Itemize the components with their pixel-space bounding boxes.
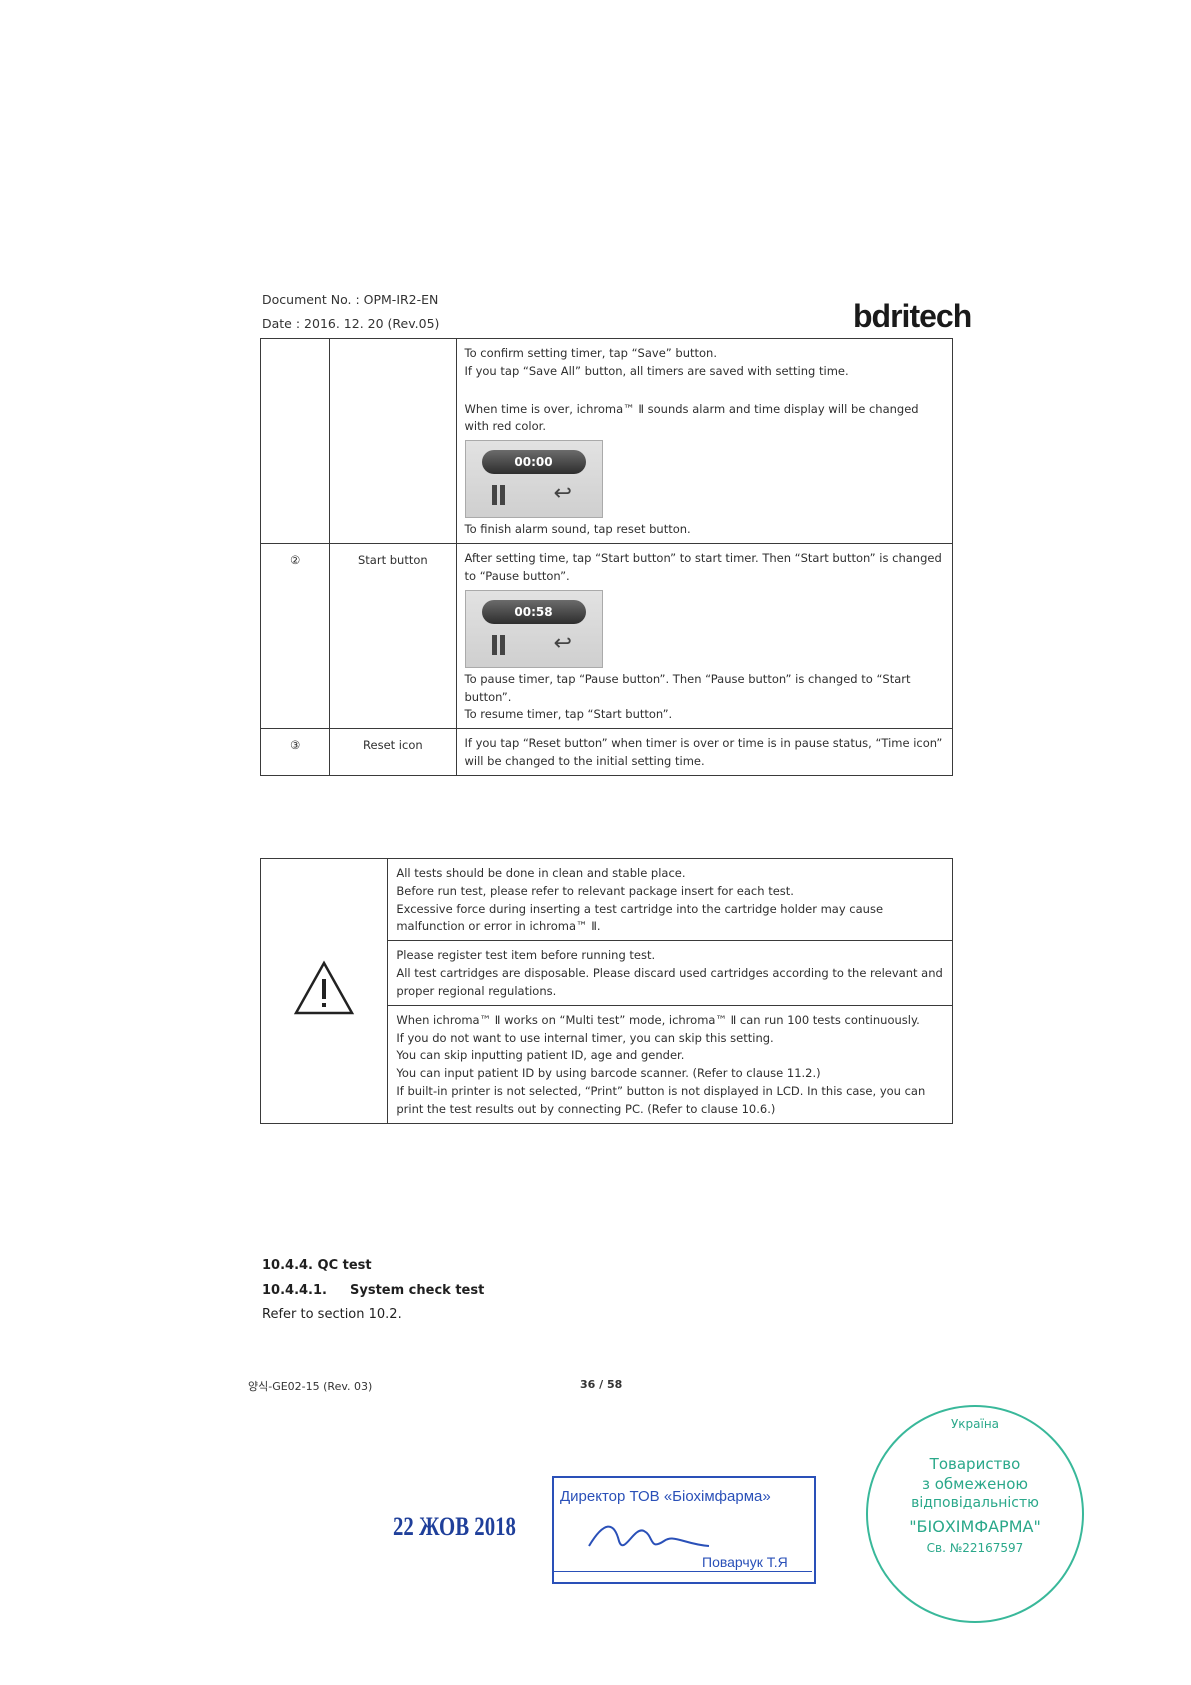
form-number: 양식-GE02-15 (Rev. 03) bbox=[248, 1380, 373, 1393]
description-cell: If you tap “Reset button” when timer is … bbox=[455, 728, 953, 776]
pause-icon bbox=[490, 634, 508, 655]
subsection-number: 10.4.4.1. bbox=[262, 1283, 327, 1298]
warning-cell bbox=[259, 858, 389, 1124]
description-line: When time is over, ichroma™ Ⅱ sounds ala… bbox=[464, 401, 919, 434]
table-row: ③ Reset icon If you tap “Reset button” w… bbox=[259, 728, 953, 776]
warning-line: You can skip inputting patient ID, age a… bbox=[396, 1048, 685, 1063]
description-cell: To confirm setting timer, tap “Save” but… bbox=[455, 337, 953, 545]
director-stamp: Директор ТОВ «Біохімфарма» Поварчук Т.Я bbox=[552, 1476, 816, 1584]
table-row: ② Start button After setting time, tap “… bbox=[259, 543, 953, 730]
table-row: Please register test item before running… bbox=[261, 940, 953, 1006]
row-name: Start button bbox=[329, 543, 457, 730]
warning-block: Please register test item before running… bbox=[387, 940, 953, 1006]
warning-line: Before run test, please refer to relevan… bbox=[396, 883, 794, 898]
warning-triangle-icon bbox=[294, 960, 355, 1015]
seal-text: з обмеженою bbox=[921, 1475, 1029, 1493]
warning-block: When ichroma™ Ⅱ works on “Multi test” mo… bbox=[387, 1004, 953, 1124]
document-date: Date : 2016. 12. 20 (Rev.05) bbox=[262, 316, 440, 331]
director-name: Поварчук Т.Я bbox=[702, 1554, 788, 1570]
reset-icon: ↩ bbox=[553, 481, 572, 507]
warning-block: All tests should be done in clean and st… bbox=[387, 857, 953, 942]
seal-text: відповідальністю bbox=[911, 1495, 1039, 1511]
description-line: To pause timer, tap “Pause button”. Then… bbox=[464, 671, 911, 704]
warning-line: Please register test item before running… bbox=[396, 948, 656, 963]
seal-text: Св. №22167597 bbox=[926, 1541, 1024, 1555]
table-row: All tests should be done in clean and st… bbox=[259, 857, 953, 1124]
seal-text: Товариство bbox=[929, 1455, 1021, 1473]
table-row: When ichroma™ Ⅱ works on “Multi test” mo… bbox=[261, 1004, 953, 1124]
document-number: Document No. : OPM-IR2-EN bbox=[262, 292, 439, 307]
seal-text: Україна bbox=[950, 1417, 1000, 1431]
warning-line: When ichroma™ Ⅱ works on “Multi test” mo… bbox=[396, 1012, 920, 1027]
section-heading: 10.4.4. QC test bbox=[262, 1258, 372, 1273]
signature-icon bbox=[588, 1525, 710, 1547]
warning-line: Excessive force during inserting a test … bbox=[396, 901, 884, 934]
date-stamp: 22 ЖОВ 2018 bbox=[393, 1512, 516, 1541]
timer-description-table: To confirm setting timer, tap “Save” but… bbox=[259, 337, 953, 776]
row-number: ③ bbox=[259, 728, 331, 776]
table-row: To confirm setting timer, tap “Save” but… bbox=[259, 337, 953, 545]
warning-line: If you do not want to use internal timer… bbox=[396, 1030, 774, 1045]
seal-text: "БІОХІМФАРМА" bbox=[909, 1517, 1041, 1536]
reset-icon: ↩ bbox=[553, 630, 572, 656]
page-number: 36 / 58 bbox=[580, 1378, 623, 1391]
subsection-title: System check test bbox=[350, 1283, 485, 1298]
warning-line: All tests should be done in clean and st… bbox=[396, 866, 686, 880]
director-title: Директор ТОВ «Біохімфарма» bbox=[560, 1488, 771, 1505]
warning-line: You can input patient ID by using barcod… bbox=[396, 1066, 821, 1081]
description-line: After setting time, tap “Start button” t… bbox=[464, 551, 942, 583]
description-line: If you tap “Reset button” when timer is … bbox=[464, 736, 943, 768]
description-line: If you tap “Save All” button, all timers… bbox=[464, 363, 849, 378]
row-number: ② bbox=[259, 543, 331, 730]
company-logo: bdritech bbox=[853, 298, 972, 334]
warning-line: If built-in printer is not selected, “Pr… bbox=[396, 1083, 926, 1116]
description-line: To confirm setting timer, tap “Save” but… bbox=[464, 346, 717, 360]
timer-pause-screenshot: 00:58 ↩ bbox=[464, 589, 603, 668]
description-cell: After setting time, tap “Start button” t… bbox=[455, 543, 953, 730]
section-text: Refer to section 10.2. bbox=[262, 1307, 402, 1322]
timer-display: 00:58 bbox=[481, 599, 586, 624]
timer-alarm-screenshot: 00:00 ↩ bbox=[464, 440, 603, 519]
timer-display: 00:00 bbox=[481, 450, 586, 475]
pause-icon bbox=[490, 485, 508, 506]
description-line: To resume timer, tap “Start button”. bbox=[464, 707, 673, 722]
row-name: Reset icon bbox=[329, 728, 457, 776]
company-seal: Україна Товариство з обмеженою відповіда… bbox=[866, 1405, 1084, 1623]
warning-line: All test cartridges are disposable. Plea… bbox=[396, 966, 943, 998]
description-line: To finish alarm sound, tap reset button. bbox=[464, 522, 691, 537]
warning-table: All tests should be done in clean and st… bbox=[259, 857, 953, 1124]
